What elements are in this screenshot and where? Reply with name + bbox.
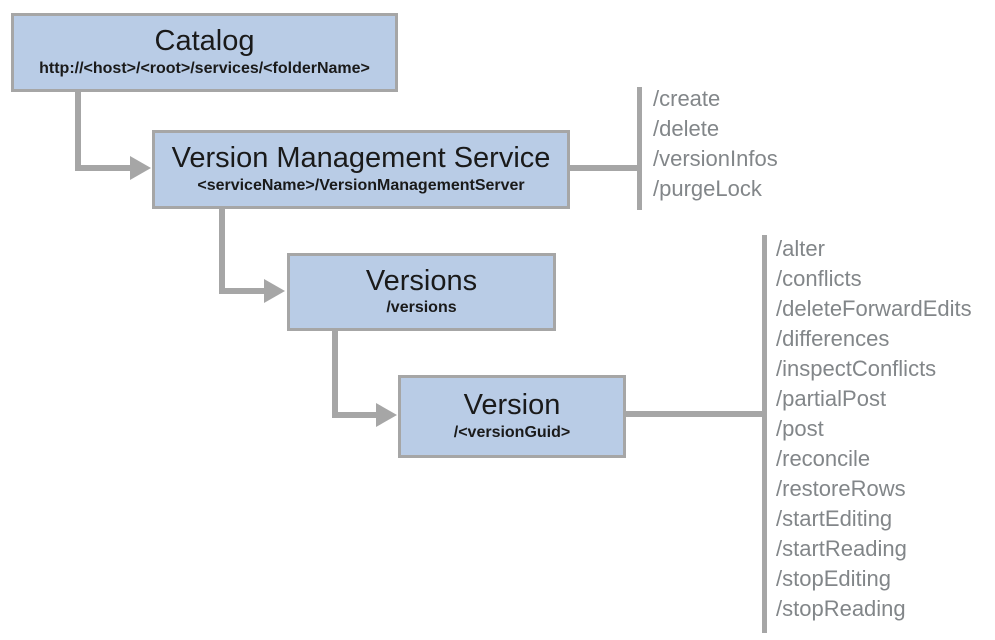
connector-catalog-to-vms-vertical (75, 92, 81, 171)
node-version-management-service-subtitle: <serviceName>/VersionManagementServer (197, 176, 525, 194)
node-versions: Versions /versions (287, 253, 556, 331)
operation-item: /partialPost (776, 386, 887, 411)
node-version-title: Version (463, 389, 561, 422)
vms-operations-list: /create/delete/versionInfos/purgeLock (653, 84, 778, 204)
arrowhead-versions-to-version-icon (376, 403, 397, 427)
node-versions-title: Versions (365, 264, 478, 297)
node-catalog-title: Catalog (154, 25, 255, 58)
operation-item: /inspectConflicts (776, 356, 937, 381)
node-version-subtitle: /<versionGuid> (453, 423, 571, 441)
operation-item: /versionInfos (653, 146, 778, 171)
arrowhead-catalog-to-vms-icon (130, 156, 151, 180)
node-version: Version /<versionGuid> (398, 375, 626, 458)
operation-item: /alter (776, 236, 825, 261)
node-versions-subtitle: /versions (386, 299, 457, 317)
vms-operations-bracket-line (637, 87, 642, 210)
operation-item: /startEditing (776, 506, 893, 531)
connector-vms-to-versions-horizontal (219, 288, 266, 294)
version-operations-bracket-line (762, 235, 767, 633)
node-version-management-service: Version Management Service <serviceName>… (152, 130, 570, 209)
operation-item: /reconcile (776, 446, 871, 471)
operation-item: /stopEditing (776, 566, 891, 591)
operation-item: /deleteForwardEdits (776, 296, 972, 321)
operation-item: /stopReading (776, 596, 906, 621)
operation-item: /restoreRows (776, 476, 906, 501)
operation-item: /differences (776, 326, 890, 351)
version-operations-list: /alter/conflicts/deleteForwardEdits/diff… (776, 234, 972, 624)
connector-versions-to-version-vertical (332, 331, 338, 418)
node-version-management-service-title: Version Management Service (171, 142, 551, 175)
operation-item: /purgeLock (653, 176, 762, 201)
operation-item: /startReading (776, 536, 907, 561)
connector-vms-to-operations-horizontal (570, 165, 640, 171)
connector-versions-to-version-horizontal (332, 412, 377, 418)
node-catalog: Catalog http://<host>/<root>/services/<f… (11, 13, 398, 92)
arrowhead-vms-to-versions-icon (264, 279, 285, 303)
operation-item: /create (653, 86, 721, 111)
connector-catalog-to-vms-horizontal (75, 165, 131, 171)
operation-item: /delete (653, 116, 720, 141)
operation-item: /post (776, 416, 824, 441)
connector-version-to-operations-horizontal (626, 411, 765, 417)
operation-item: /conflicts (776, 266, 862, 291)
node-catalog-subtitle: http://<host>/<root>/services/<folderNam… (39, 59, 370, 77)
connector-vms-to-versions-vertical (219, 209, 225, 294)
